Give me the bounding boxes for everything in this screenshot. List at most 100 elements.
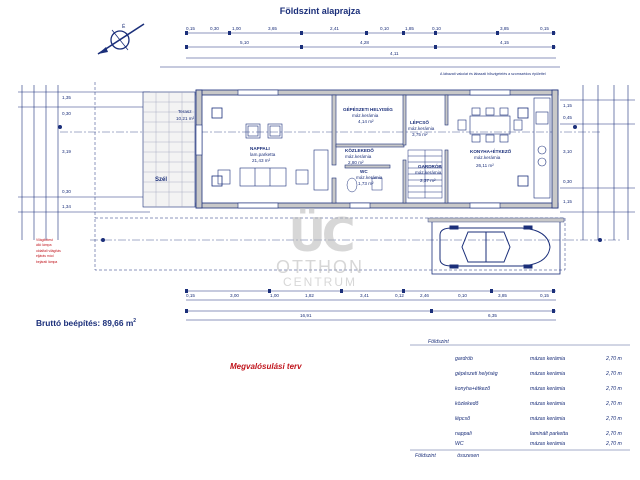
dim-bottom-7: 0,10 [458,293,467,298]
living-room-furniture [217,123,329,191]
plan-title: Földszint alaprajza [279,6,361,16]
dimension-ticks-bottom [185,289,555,313]
room-name-wc: WC [360,169,368,174]
dining-table [457,107,523,143]
dim-bottom-8: 3,85 [498,293,507,298]
room-name-terrace: Terasz [178,109,192,114]
dim-top-5: 0,10 [380,26,389,31]
table-cell-floor: laminált parketta [530,431,569,437]
legend-item: álló lámpa [36,243,52,248]
dim-top2-0: 5,10 [240,40,249,45]
room-area-kitchen: 26,11 m² [476,163,494,168]
watermark-line1: OTTHON [276,257,364,277]
kitchen-counter [533,97,551,199]
carport [427,217,565,275]
room-area-wc: 1,73 m² [358,181,374,186]
dim-top-6: 1,85 [405,26,414,31]
dim-top-4: 2,41 [330,26,339,31]
dim-top2-1: 4,28 [360,40,369,45]
table-cell-height: 2,70 m [606,416,622,422]
dim-left-4: 1,34 [62,204,71,209]
room-floor-kitchen: máz.kerámia [474,155,501,160]
dim-left-3: 0,30 [62,189,71,194]
legend-item: Világítótest [36,238,53,242]
footer-floor: Földszint [415,453,436,459]
dim-right-0: 1,15 [563,103,572,108]
dimension-lines-left [18,85,150,240]
dim-top-2: 1,00 [232,26,241,31]
room-area-wardrobe: 2,37 m² [420,178,436,183]
dim-top-7: 0,10 [432,26,441,31]
dim-right-1: 0,45 [563,115,572,120]
dim-top-9: 0,15 [540,26,549,31]
watermark-mark: ÜC [288,208,355,262]
dim-right-4: 1,15 [563,199,572,204]
room-area-utility: 4,14 m² [358,119,374,124]
dim-bottom-3: 1,82 [305,293,314,298]
gross-area-unit: 2 [133,318,137,325]
terrace-hatch [142,91,196,208]
room-area-hallway: 2,80 m² [348,160,364,165]
legend-item: oldalfali világítás [36,248,61,253]
dimension-lines-top [160,32,560,68]
table-cell-floor: mázas kerámia [530,386,566,392]
room-name-utility: GÉPÉSZETI HELYISÉG [343,107,393,112]
room-table-footer: Földszint összesen [415,453,499,459]
dim-right-2: 3,10 [563,149,572,154]
lighting-legend: Világítótest álló lámpa oldalfali világí… [36,238,61,265]
watermark-logo: ÜC OTTHON CENTRUM [270,212,370,288]
room-floor-utility: máz.kerámia [352,113,379,118]
dim-bottom-4: 3,41 [360,293,369,298]
table-cell-room: lépcső [455,416,470,422]
legend-item: eljárás mód [36,254,54,259]
table-cell-room: konyha+étkező [455,386,491,392]
table-cell-height: 2,70 m [606,401,622,407]
room-name-kitchen: KONYHA+ÉTKEZŐ [470,149,512,154]
dimension-lines-right [560,85,635,240]
dim-right-3: 0,30 [563,179,572,184]
dim-top2-3: 4,15 [500,40,509,45]
staircase [407,149,443,199]
dimension-lines-bottom [186,290,556,321]
wind-label: Szél [155,177,168,183]
wc-fixtures [346,177,383,193]
dim-left-1: 0,30 [62,111,71,116]
room-name-wardrobe: GARDRÓB [418,164,442,169]
table-cell-room: gépészeti helyiség [455,371,498,377]
room-table-lines [410,344,630,451]
room-name-stairs: LÉPCSŐ [410,120,429,125]
watermark-line2: CENTRUM [283,275,357,289]
dim-bottom-1: 3,00 [230,293,239,298]
table-cell-floor: mázas kerámia [530,416,566,422]
table-cell-height: 2,70 m [606,431,622,437]
dim-top2-2: 4,11 [390,51,399,56]
dim-bottom-0: 0,15 [186,293,195,298]
table-cell-height: 2,70 m [606,371,622,377]
windows [195,89,511,209]
table-cell-floor: mázas kerámia [530,371,566,377]
room-floor-stairs: máz.kerámia [408,126,435,131]
plan-type: Megvalósulási terv [230,362,302,371]
footer-total: összesen [457,453,480,459]
table-cell-room: gardrób [455,356,473,362]
room-floor-hallway: máz.kerámia [345,154,372,159]
table-cell-floor: mázas kerámia [530,401,566,407]
corner-markers [211,107,529,187]
dim-top-3: 3,65 [268,26,277,31]
table-cell-height: 2,70 m [606,386,622,392]
site-boundary [94,82,566,271]
level-markers [58,125,602,242]
plan-note: A lábazati vakolat és lábazati hőszigete… [440,72,546,76]
inner-walls [331,94,449,204]
table-cell-room: nappali [455,431,472,437]
dim-top-8: 3,85 [500,26,509,31]
dim-bottom2-0: 16,91 [300,313,312,318]
room-name-living: NAPPALI [250,146,270,151]
table-cell-height: 2,70 m [606,356,622,362]
dim-bottom-5: 0,12 [395,293,404,298]
room-area-terrace: 10,21 m² [176,116,195,121]
gross-area: Bruttó beépítés: 89,66 m2 [36,318,136,328]
room-name-hallway: KÖZLEKEDŐ [345,148,374,153]
dim-left-2: 3,19 [62,149,71,154]
table-cell-floor: mázas kerámia [530,441,566,447]
